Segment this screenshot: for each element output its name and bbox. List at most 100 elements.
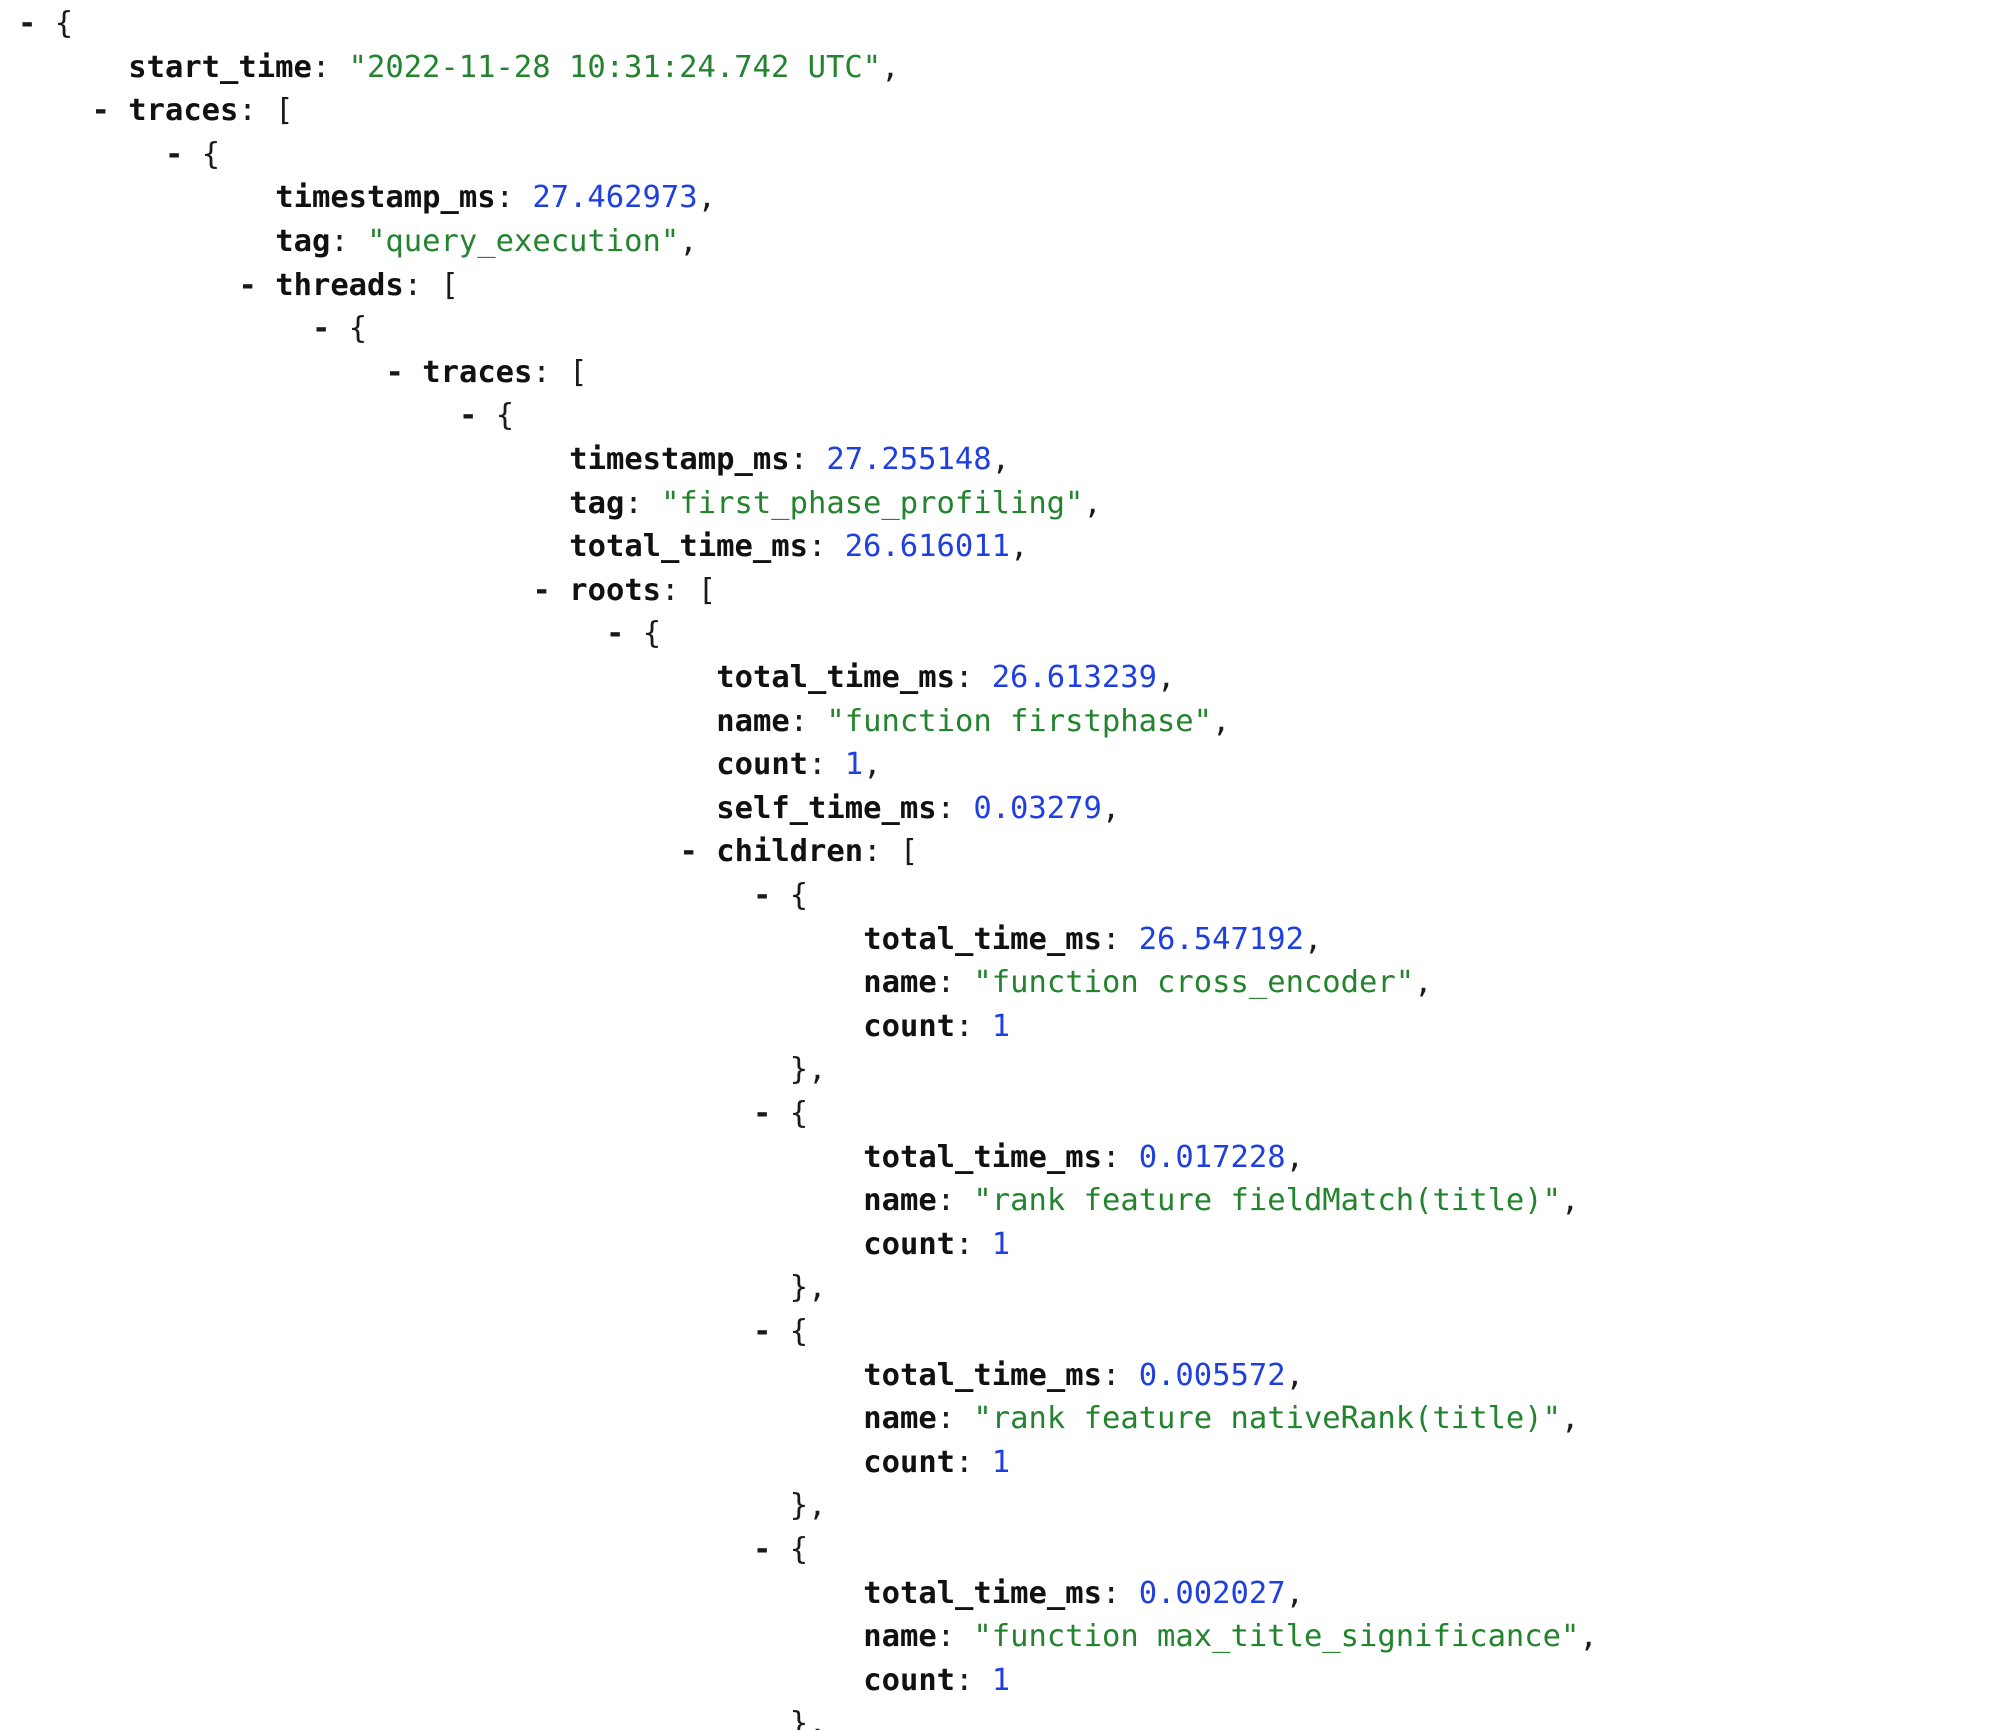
json-line: - traces: [ bbox=[386, 351, 588, 395]
json-key: name bbox=[863, 1401, 937, 1437]
collapse-toggle-icon[interactable]: - bbox=[91, 93, 129, 129]
comma: , bbox=[1285, 1357, 1304, 1393]
json-line: tag: "first_phase_profiling", bbox=[533, 482, 1102, 526]
comma: , bbox=[697, 180, 716, 216]
collapse-toggle-icon[interactable]: - bbox=[238, 267, 276, 303]
bracket: }, bbox=[789, 1052, 827, 1088]
json-line: self_time_ms: 0.03279, bbox=[680, 787, 1120, 831]
collapse-toggle-icon[interactable]: - bbox=[753, 1532, 790, 1567]
indent-spacer bbox=[827, 1183, 864, 1218]
json-line: count: 1 bbox=[827, 1223, 1011, 1267]
indent-spacer bbox=[680, 791, 717, 826]
indent-spacer bbox=[680, 704, 717, 739]
json-line: - { bbox=[753, 1092, 808, 1136]
collapse-toggle-icon[interactable]: - bbox=[753, 878, 790, 913]
comma: , bbox=[1083, 485, 1102, 521]
collapse-toggle-icon[interactable]: - bbox=[459, 398, 496, 434]
json-number-value: 1 bbox=[844, 747, 864, 783]
indent-spacer bbox=[533, 486, 570, 521]
comma: , bbox=[1561, 1183, 1580, 1219]
json-number-value: 0.03279 bbox=[973, 790, 1102, 826]
json-line: count: 1 bbox=[827, 1659, 1011, 1703]
comma: , bbox=[1414, 965, 1433, 1001]
json-key: total_time_ms bbox=[863, 1357, 1102, 1393]
indent-spacer bbox=[239, 224, 276, 259]
json-line: tag: "query_execution", bbox=[239, 220, 698, 264]
comma: , bbox=[863, 747, 882, 783]
indent-spacer bbox=[827, 1663, 864, 1698]
json-number-value: 1 bbox=[991, 1226, 1011, 1262]
bracket: }, bbox=[789, 1488, 827, 1524]
json-number-value: 27.255148 bbox=[826, 442, 992, 477]
comma: , bbox=[1285, 1575, 1304, 1611]
comma: , bbox=[1561, 1401, 1580, 1437]
json-string-value: "query_execution" bbox=[367, 224, 680, 259]
colon-separator: : bbox=[330, 224, 368, 259]
colon-separator: : bbox=[1101, 921, 1139, 957]
json-key: timestamp_ms bbox=[275, 180, 496, 216]
json-key: name bbox=[716, 703, 790, 739]
bracket: [ bbox=[697, 572, 717, 608]
json-line: name: "function firstphase", bbox=[680, 700, 1230, 744]
indent-spacer bbox=[753, 1052, 790, 1087]
json-line: start_time: "2022-11-28 10:31:24.742 UTC… bbox=[92, 46, 899, 90]
bracket: { bbox=[789, 878, 809, 913]
indent-spacer bbox=[239, 180, 276, 215]
json-key: total_time_ms bbox=[863, 921, 1102, 957]
colon-separator: : bbox=[955, 1008, 992, 1044]
bracket: { bbox=[348, 311, 368, 347]
json-line: name: "function max_title_significance", bbox=[827, 1615, 1598, 1659]
json-key: total_time_ms bbox=[716, 660, 955, 695]
json-key: name bbox=[863, 965, 937, 1001]
json-line: total_time_ms: 26.613239, bbox=[680, 656, 1175, 700]
colon-separator: : bbox=[807, 529, 845, 565]
colon-separator: : bbox=[789, 703, 827, 739]
json-line: count: 1, bbox=[680, 743, 882, 787]
collapse-toggle-icon[interactable]: - bbox=[312, 311, 349, 347]
json-number-value: 0.017228 bbox=[1138, 1139, 1286, 1175]
comma: , bbox=[1285, 1139, 1304, 1175]
colon-separator: : bbox=[955, 1662, 992, 1698]
comma: , bbox=[991, 442, 1010, 477]
json-line: - { bbox=[312, 307, 367, 351]
bracket: { bbox=[495, 398, 515, 434]
json-key: count bbox=[863, 1662, 956, 1698]
indent-spacer bbox=[753, 1270, 790, 1305]
json-line: - { bbox=[753, 874, 808, 918]
collapse-toggle-icon[interactable]: - bbox=[679, 834, 717, 870]
indent-spacer bbox=[827, 1576, 864, 1611]
indent-spacer bbox=[827, 1140, 864, 1175]
json-key: total_time_ms bbox=[569, 529, 808, 565]
colon-separator: : bbox=[1101, 1357, 1139, 1393]
json-line: }, bbox=[753, 1484, 827, 1528]
json-line: - roots: [ bbox=[533, 569, 717, 613]
collapse-toggle-icon[interactable]: - bbox=[18, 6, 55, 41]
json-line: }, bbox=[753, 1048, 827, 1092]
colon-separator: : bbox=[311, 49, 349, 85]
collapse-toggle-icon[interactable]: - bbox=[165, 136, 202, 172]
collapse-toggle-icon[interactable]: - bbox=[385, 354, 423, 390]
json-line: name: "function cross_encoder", bbox=[827, 961, 1433, 1005]
json-line: - { bbox=[18, 2, 73, 46]
indent-spacer bbox=[680, 660, 717, 695]
colon-separator: : bbox=[936, 790, 974, 826]
colon-separator: : bbox=[1101, 1139, 1139, 1175]
json-number-value: 1 bbox=[991, 1444, 1011, 1480]
json-key: traces bbox=[128, 93, 239, 129]
json-number-value: 1 bbox=[991, 1662, 1011, 1698]
indent-spacer bbox=[92, 50, 129, 85]
colon-separator: : bbox=[954, 660, 992, 695]
json-key: traces bbox=[422, 354, 533, 390]
comma: , bbox=[679, 224, 698, 259]
json-key: count bbox=[716, 747, 809, 783]
json-number-value: 26.547192 bbox=[1138, 921, 1304, 957]
collapse-toggle-icon[interactable]: - bbox=[753, 1314, 790, 1349]
json-key: roots bbox=[569, 572, 662, 608]
bracket: [ bbox=[275, 93, 294, 129]
collapse-toggle-icon[interactable]: - bbox=[532, 572, 570, 608]
json-line: }, bbox=[753, 1702, 827, 1730]
collapse-toggle-icon[interactable]: - bbox=[753, 1096, 790, 1131]
collapse-toggle-icon[interactable]: - bbox=[606, 616, 643, 652]
json-key: name bbox=[863, 1183, 937, 1219]
json-key: tag bbox=[275, 224, 331, 259]
